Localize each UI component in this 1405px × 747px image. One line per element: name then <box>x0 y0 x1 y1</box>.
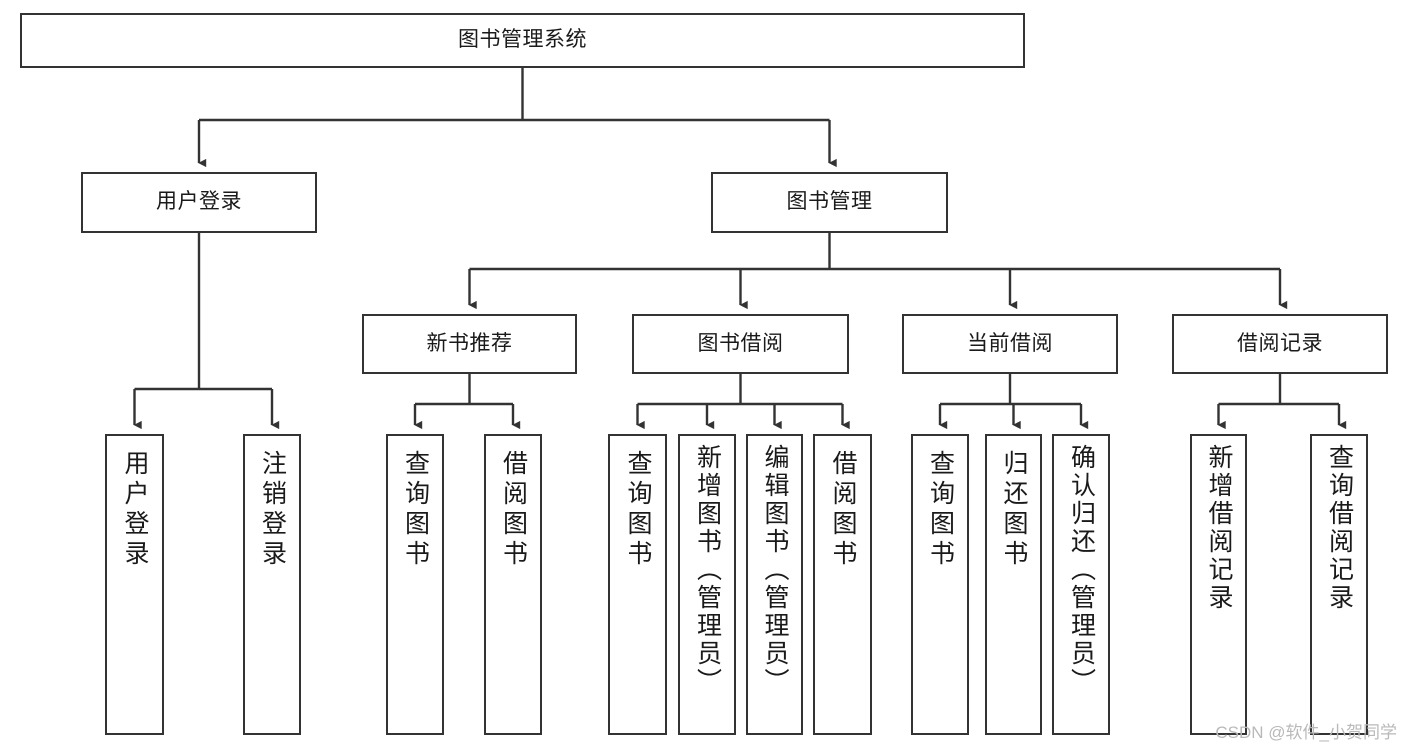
node-borrow-record[interactable]: 借阅记录 <box>1172 314 1388 374</box>
node-leaf-borrow-book-1[interactable]: 借阅图书 <box>484 434 542 735</box>
node-leaf-add-record[interactable]: 新增借阅记录 <box>1190 434 1247 735</box>
node-label: 确认归还（管理员） <box>1067 444 1096 696</box>
node-label: 图书管理 <box>786 190 873 214</box>
node-book-borrow[interactable]: 图书借阅 <box>632 314 849 374</box>
node-label: 查询图书 <box>401 450 430 570</box>
watermark-text: CSDN @软件_小贺同学 <box>1215 723 1397 742</box>
node-label: 借阅图书 <box>829 450 857 570</box>
node-label: 借阅图书 <box>499 450 528 570</box>
node-label: 借阅记录 <box>1237 331 1323 355</box>
node-book-manage[interactable]: 图书管理 <box>711 172 948 233</box>
node-leaf-query-book-1[interactable]: 查询图书 <box>386 434 444 735</box>
node-label: 用户登录 <box>156 190 242 214</box>
node-leaf-borrow-book-2[interactable]: 借阅图书 <box>813 434 872 735</box>
node-leaf-user-login[interactable]: 用户登录 <box>105 434 164 735</box>
node-leaf-edit-book[interactable]: 编辑图书（管理员） <box>746 434 803 735</box>
node-label: 查询图书 <box>624 450 652 570</box>
node-label: 新增图书（管理员） <box>693 444 722 696</box>
node-label: 图书管理系统 <box>458 28 587 52</box>
node-root[interactable]: 图书管理系统 <box>20 13 1025 68</box>
node-leaf-query-book-2[interactable]: 查询图书 <box>608 434 667 735</box>
node-label: 归还图书 <box>1000 450 1028 570</box>
node-label: 新书推荐 <box>426 331 513 355</box>
node-label: 查询图书 <box>926 450 955 570</box>
node-label: 当前借阅 <box>967 331 1053 355</box>
node-label: 图书借阅 <box>697 331 784 355</box>
node-leaf-query-record[interactable]: 查询借阅记录 <box>1310 434 1368 735</box>
node-current-borrow[interactable]: 当前借阅 <box>902 314 1118 374</box>
node-new-book-rec[interactable]: 新书推荐 <box>362 314 577 374</box>
node-leaf-add-book[interactable]: 新增图书（管理员） <box>678 434 736 735</box>
node-leaf-query-book-3[interactable]: 查询图书 <box>911 434 969 735</box>
node-label: 注销登录 <box>258 450 287 570</box>
node-leaf-return-book[interactable]: 归还图书 <box>985 434 1042 735</box>
node-label: 编辑图书（管理员） <box>761 444 789 696</box>
node-label: 查询借阅记录 <box>1325 444 1354 612</box>
node-label: 用户登录 <box>121 450 149 570</box>
node-leaf-confirm-return[interactable]: 确认归还（管理员） <box>1052 434 1110 735</box>
node-user-login[interactable]: 用户登录 <box>81 172 317 233</box>
node-leaf-logout[interactable]: 注销登录 <box>243 434 301 735</box>
node-label: 新增借阅记录 <box>1205 444 1233 612</box>
